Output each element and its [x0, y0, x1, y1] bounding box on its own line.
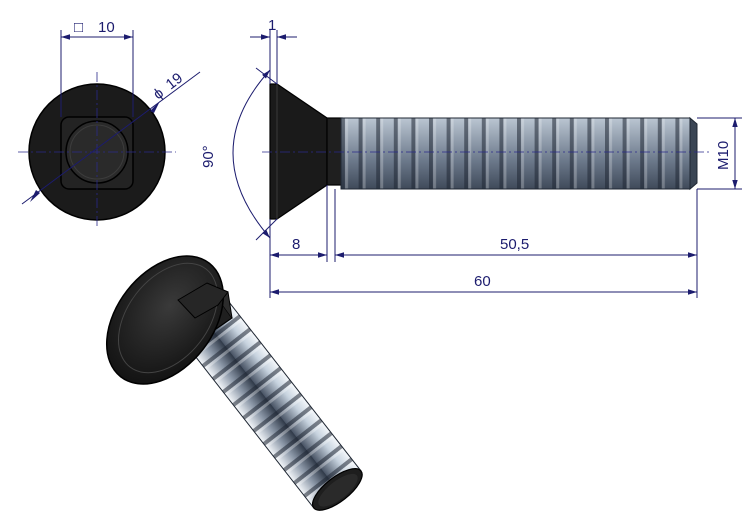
head-profile	[269, 83, 328, 220]
angle-value: 90°	[200, 145, 217, 168]
thread-chamfer	[689, 116, 698, 191]
side-view: 1 90° M10 8 50,5 60	[200, 17, 742, 298]
angle-arc	[232, 69, 271, 239]
thread-value: M10	[715, 141, 732, 170]
angle-ext-bottom	[255, 218, 278, 241]
neck-profile	[326, 117, 343, 186]
diameter-leader	[21, 71, 201, 205]
iso-head	[105, 255, 225, 385]
square-value: 10	[98, 19, 115, 36]
thread-end-inner	[69, 124, 125, 180]
iso-head-rim	[117, 262, 219, 374]
top-view: □ 10 ϕ 19	[18, 19, 201, 228]
thread-length-value: 50,5	[500, 236, 529, 253]
thread-body	[340, 117, 691, 190]
square-symbol: □	[74, 19, 83, 36]
isometric-view	[105, 255, 363, 511]
iso-neck-front	[177, 282, 229, 319]
iso-thread-end-inner	[318, 473, 358, 507]
total-length-value: 60	[474, 273, 491, 290]
diameter-symbol: ϕ	[150, 85, 167, 104]
angle-ext-top	[255, 67, 278, 85]
diameter-value: 19	[163, 70, 187, 94]
neck-length-value: 8	[292, 236, 300, 253]
head-thickness-value: 1	[268, 17, 276, 34]
